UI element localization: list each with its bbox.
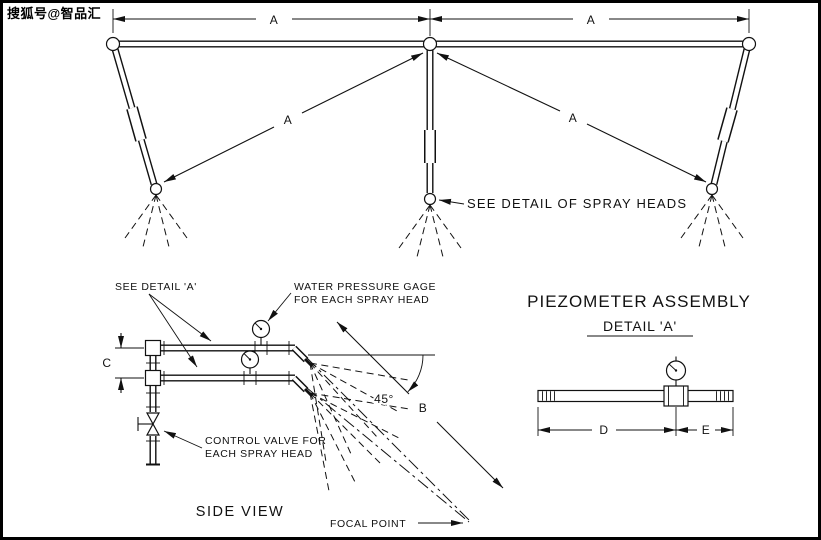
spray-fans-side bbox=[309, 362, 410, 492]
brace-dimensions: A A bbox=[163, 52, 707, 183]
dim-b: B bbox=[336, 321, 504, 489]
dim-e-label: E bbox=[702, 423, 711, 437]
dim-d-label: D bbox=[599, 423, 608, 437]
pressure-gauge-lower bbox=[240, 350, 260, 374]
dim-a-right-label: A bbox=[587, 13, 596, 27]
angle-45-label: 45° bbox=[374, 392, 394, 406]
spray-centerlines bbox=[306, 354, 472, 523]
joint-right bbox=[741, 36, 757, 52]
span-dimension-row: A A bbox=[112, 9, 750, 36]
engineering-diagram: A A bbox=[102, 9, 757, 530]
piezometer-gauge bbox=[665, 356, 687, 386]
joint-left bbox=[105, 36, 121, 52]
gage-callout-line1: WATER PRESSURE GAGE bbox=[294, 281, 436, 293]
watermark: 搜狐号@智品汇 bbox=[7, 6, 102, 21]
elbow-fitting bbox=[144, 339, 162, 357]
detail-subtitle: DETAIL 'A' bbox=[603, 318, 677, 334]
valve-callout: CONTROL VALVE FOR EACH SPRAY HEAD bbox=[163, 430, 326, 460]
tee-fitting bbox=[144, 369, 162, 387]
focal-point-callout: FOCAL POINT bbox=[330, 518, 463, 530]
detail-a-view: PIEZOMETER ASSEMBLY DETAIL 'A' bbox=[527, 292, 751, 437]
drop-pipes bbox=[111, 48, 751, 193]
dim-b-label: B bbox=[419, 401, 428, 415]
side-view: C SEE DETAIL 'A' WATER PRESSURE GAGE FOR… bbox=[102, 281, 504, 530]
spray-head-left bbox=[149, 182, 163, 196]
spray-fans-plan bbox=[124, 194, 744, 258]
dim-c: C bbox=[102, 333, 144, 393]
spray-head-right bbox=[705, 182, 719, 196]
dim-d-e: D E bbox=[537, 407, 734, 437]
joint-center bbox=[422, 36, 438, 52]
gauge-tee-fitting bbox=[663, 385, 689, 407]
plan-view: A A bbox=[105, 9, 757, 258]
spray-head-note: SEE DETAIL OF SPRAY HEADS bbox=[438, 196, 687, 211]
control-valve bbox=[137, 412, 161, 436]
brace-a-left-label: A bbox=[284, 113, 293, 127]
see-detail-a-callout: SEE DETAIL 'A' bbox=[115, 281, 212, 368]
dim-a-left-label: A bbox=[270, 13, 279, 27]
side-view-title: SIDE VIEW bbox=[196, 504, 284, 520]
valve-body-bottom bbox=[145, 422, 161, 436]
spray-head-center bbox=[423, 192, 437, 206]
brace-a-right-label: A bbox=[569, 111, 578, 125]
spray-head-balls bbox=[149, 182, 719, 206]
see-detail-a-label: SEE DETAIL 'A' bbox=[115, 281, 197, 293]
detail-title: PIEZOMETER ASSEMBLY bbox=[527, 292, 751, 311]
side-view-pipes bbox=[144, 339, 314, 466]
pressure-gauge-upper bbox=[251, 319, 271, 345]
gage-callout-line2: FOR EACH SPRAY HEAD bbox=[294, 294, 429, 306]
piezometer-pipe bbox=[537, 385, 734, 407]
angle-45: 45° bbox=[372, 354, 424, 408]
valve-callout-line2: EACH SPRAY HEAD bbox=[205, 448, 313, 460]
dim-c-label: C bbox=[102, 356, 111, 370]
valve-body-top bbox=[145, 412, 161, 426]
gage-callout: WATER PRESSURE GAGE FOR EACH SPRAY HEAD bbox=[267, 281, 436, 322]
pivot-joints bbox=[105, 36, 757, 52]
valve-callout-line1: CONTROL VALVE FOR bbox=[205, 435, 326, 447]
focal-point-label: FOCAL POINT bbox=[330, 518, 406, 530]
spray-head-note-label: SEE DETAIL OF SPRAY HEADS bbox=[467, 196, 687, 211]
